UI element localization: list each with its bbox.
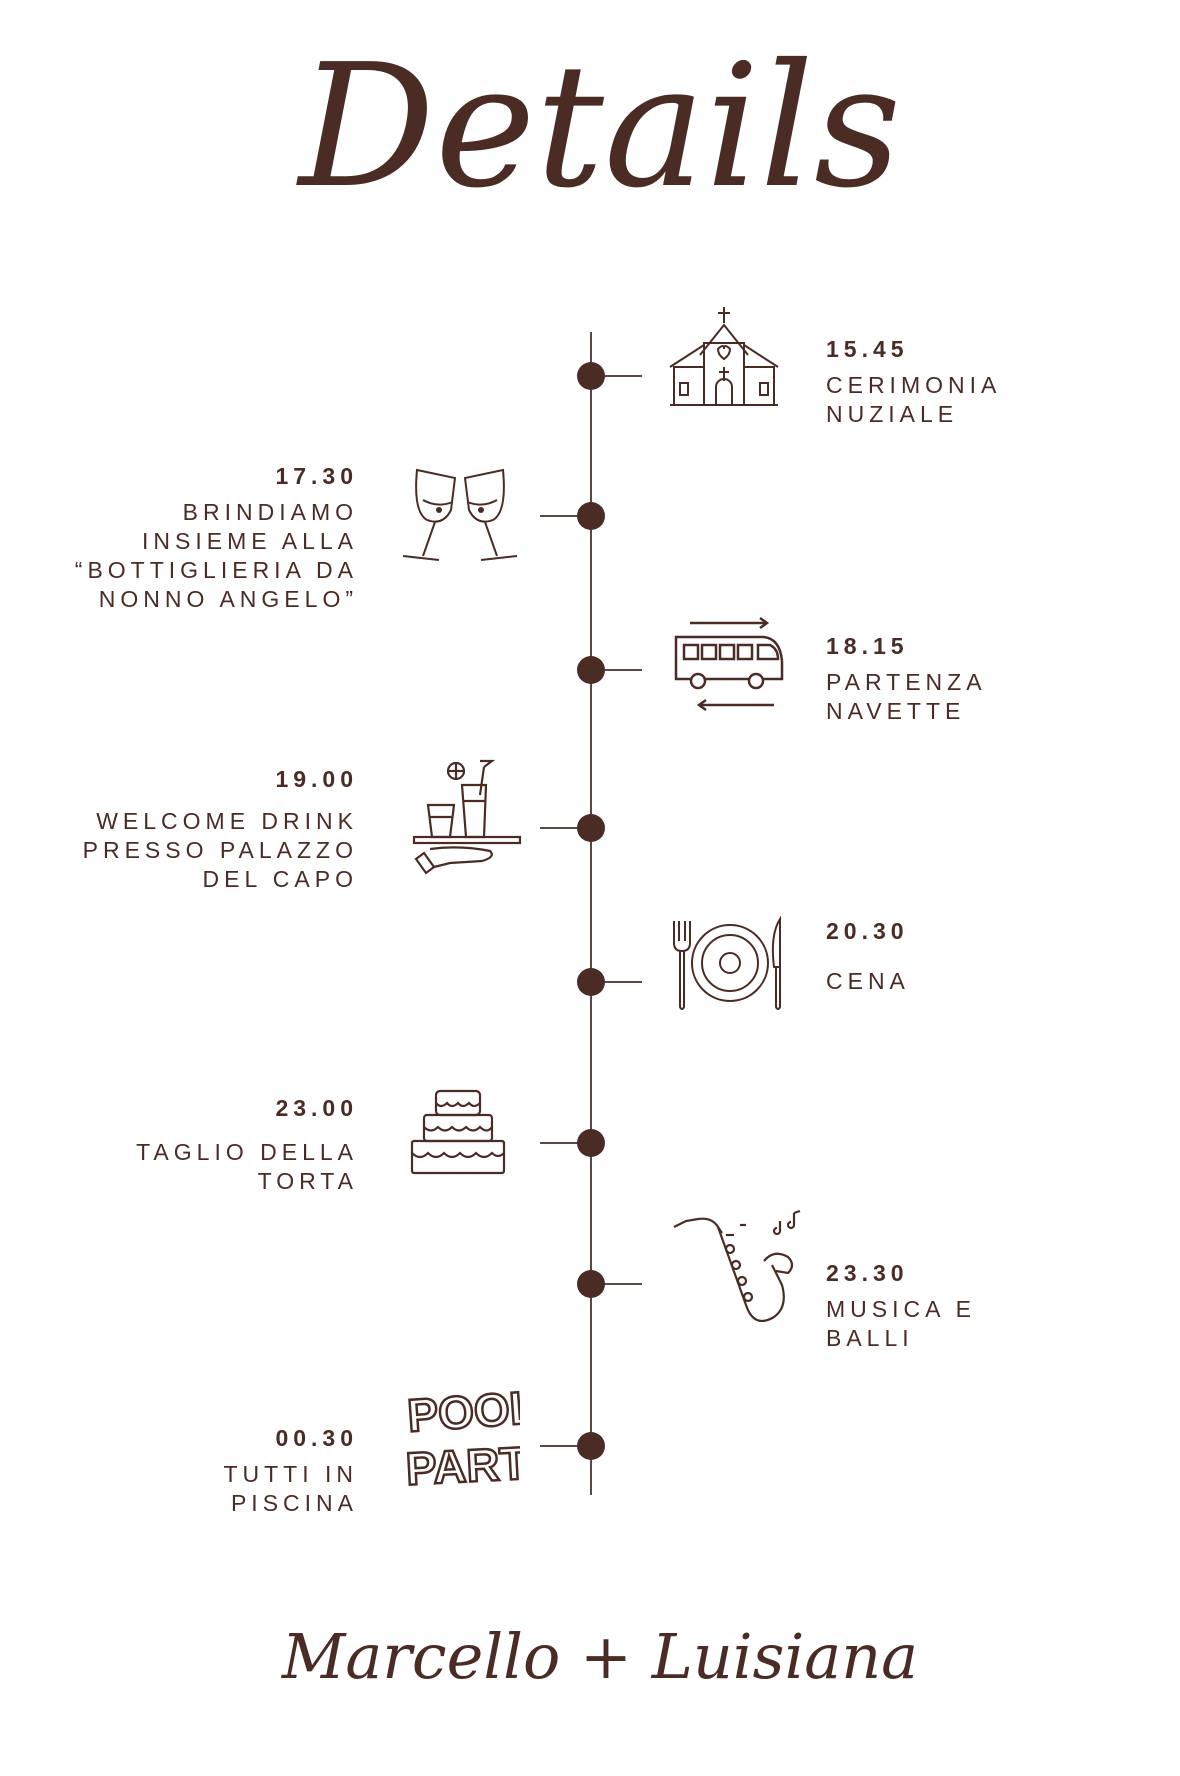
bus-icon [670,615,790,715]
church-icon [668,305,780,417]
event-label: TAGLIO DELLA TORTA [136,1139,358,1194]
title-script: Details [296,28,902,226]
event-pool: 00.30 TUTTI IN PISCINA [223,1427,358,1518]
event-label: MUSICA E BALLI [826,1296,976,1351]
timeline-dot [577,814,605,842]
plate-cutlery-icon [670,915,790,1015]
event-dinner: 20.30 CENA [826,920,910,996]
event-label: CENA [826,968,910,994]
timeline-dot [577,502,605,530]
event-welcome-drink: 19.00 WELCOME DRINK PRESSO PALAZZO DEL C… [83,768,358,894]
event-label: WELCOME DRINK PRESSO PALAZZO DEL CAPO [82,808,358,892]
pool-text: POOL [406,1381,520,1442]
event-music: 23.30 MUSICA E BALLI [826,1262,976,1353]
event-time: 23.00 [275,1095,358,1121]
event-cake: 23.00 TAGLIO DELLA TORTA [136,1097,358,1196]
signature-text: Marcello + Luisiana [281,1620,918,1693]
event-time: 18.15 [826,633,909,659]
event-time: 20.30 [826,918,909,944]
event-shuttle: 18.15 PARTENZA NAVETTE [826,635,987,726]
event-ceremony: 15.45 CERIMONIA NUZIALE [826,338,1001,429]
wine-glasses-icon [395,460,525,570]
title-text: Details [296,28,902,226]
couple-signature: Marcello + Luisiana [0,1600,1180,1720]
event-time: 00.30 [275,1425,358,1451]
event-time: 19.00 [275,766,358,792]
event-time: 15.45 [826,336,909,362]
event-label: PARTENZA NAVETTE [826,669,987,724]
event-time: 23.30 [826,1260,909,1286]
saxophone-icon [670,1205,805,1335]
event-label: TUTTI IN PISCINA [223,1461,358,1516]
party-text: PARTY [405,1435,520,1492]
timeline-dot [577,968,605,996]
timeline-dot [577,362,605,390]
timeline-dot [577,1129,605,1157]
timeline-dot [577,1432,605,1460]
cake-icon [408,1085,508,1180]
event-label: BRINDIAMO INSIEME ALLA “BOTTIGLIERIA DA … [74,499,358,612]
pool-party-icon: POOL PARTY [402,1379,561,1496]
drinks-tray-icon [410,755,525,875]
event-time: 17.30 [275,463,358,489]
timeline-dot [577,656,605,684]
page-title: Details [0,20,1180,240]
event-toast: 17.30 BRINDIAMO INSIEME ALLA “BOTTIGLIER… [75,465,358,614]
timeline-dot [577,1270,605,1298]
event-label: CERIMONIA NUZIALE [826,372,1002,427]
